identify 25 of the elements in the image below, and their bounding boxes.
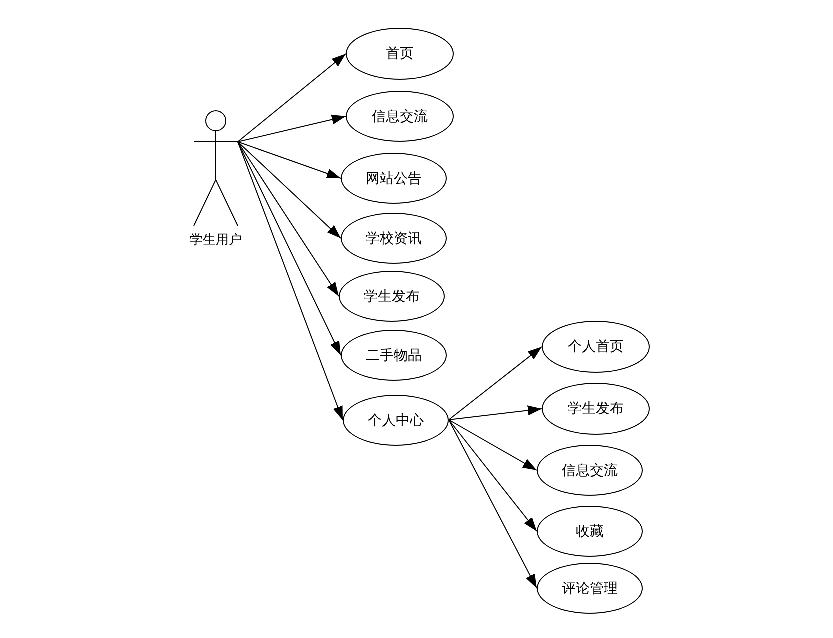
arrow xyxy=(448,420,538,532)
use-case-ellipse: 学生发布 xyxy=(339,271,445,322)
use-case-ellipse: 学生发布 xyxy=(542,383,650,435)
actor-label: 学生用户 xyxy=(190,232,242,248)
arrow xyxy=(448,420,538,589)
arrow xyxy=(238,54,346,142)
use-case-ellipse: 二手物品 xyxy=(341,330,447,381)
use-case-ellipse: 信息交流 xyxy=(537,445,643,496)
use-case-ellipse: 首页 xyxy=(346,28,454,80)
use-case-ellipse: 个人首页 xyxy=(542,321,650,373)
arrow xyxy=(238,142,340,297)
arrow xyxy=(238,142,342,356)
use-case-ellipse: 评论管理 xyxy=(537,563,643,614)
arrow xyxy=(238,142,344,421)
use-case-ellipse: 网站公告 xyxy=(341,153,447,204)
arrow xyxy=(448,346,542,420)
use-case-ellipse: 个人中心 xyxy=(343,395,449,446)
use-case-ellipse: 学校资讯 xyxy=(341,213,447,264)
arrow xyxy=(448,420,538,471)
use-case-ellipse: 收藏 xyxy=(537,506,643,557)
arrow xyxy=(448,406,542,420)
arrow xyxy=(238,142,342,179)
arrow xyxy=(238,142,342,239)
use-case-ellipse: 信息交流 xyxy=(346,91,454,142)
arrow xyxy=(238,114,346,142)
